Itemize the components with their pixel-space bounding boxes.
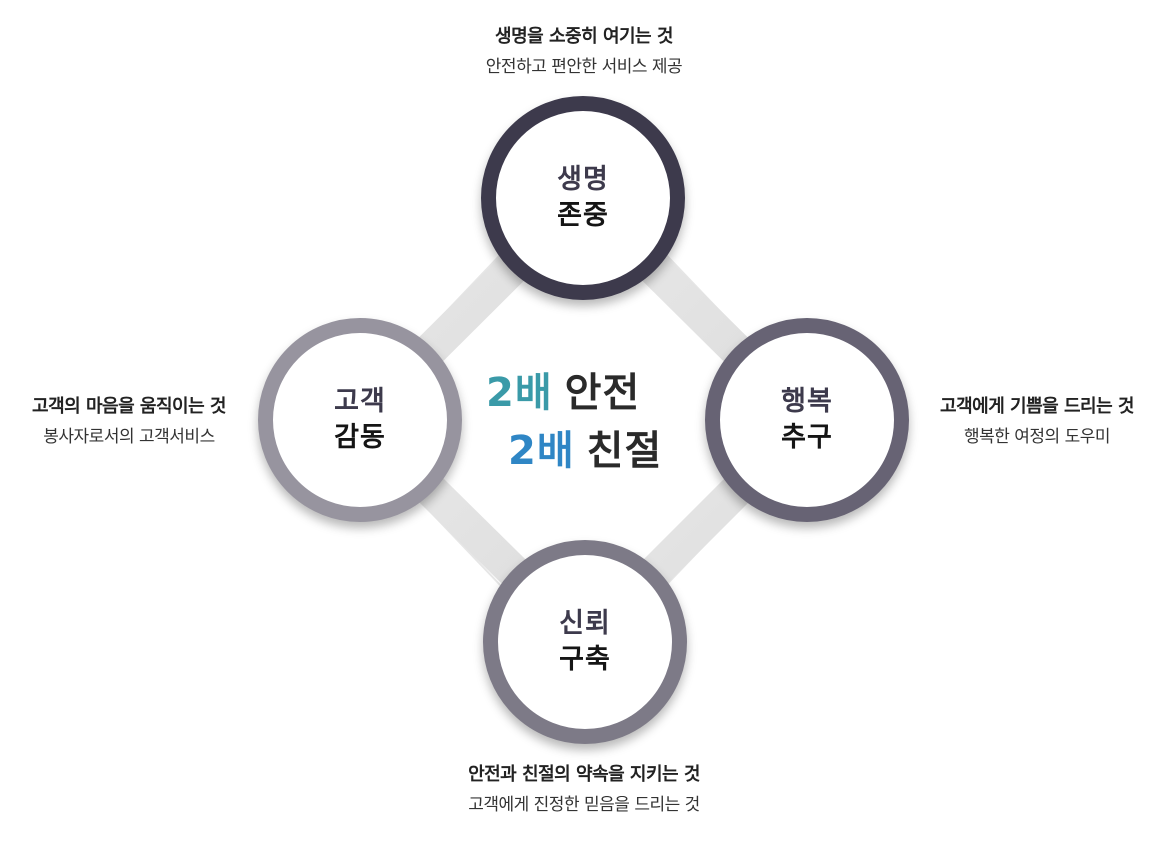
node-life-respect: 생명 존중 <box>481 96 685 300</box>
center-word-1: 안전 <box>564 370 641 416</box>
node-bottom-line-1: 신뢰 <box>559 608 611 639</box>
node-bottom-line-2: 구축 <box>559 644 611 675</box>
node-happiness-pursuit: 행복 추구 <box>705 318 909 522</box>
center-number-2: 2배 <box>508 428 575 474</box>
caption-bottom: 안전과 친절의 약속을 지키는 것 고객에게 진정한 믿음을 드리는 것 <box>384 760 784 820</box>
center-number-1: 2배 <box>486 370 553 416</box>
node-trust-building: 신뢰 구축 <box>483 540 687 744</box>
caption-top-subtitle: 안전하고 편안한 서비스 제공 <box>485 57 683 77</box>
caption-right-title: 고객에게 기쁨을 드리는 것 <box>940 396 1134 417</box>
node-top-line-2: 존중 <box>557 200 609 231</box>
node-right-line-2: 추구 <box>781 422 833 453</box>
node-left-line-2: 감동 <box>334 422 386 453</box>
caption-top: 생명을 소중히 여기는 것 안전하고 편안한 서비스 제공 <box>384 22 784 82</box>
node-right-line-1: 행복 <box>781 386 833 417</box>
center-word-2: 친절 <box>586 428 663 474</box>
caption-left-title: 고객의 마음을 움직이는 것 <box>32 396 226 417</box>
caption-right: 고객에게 기쁨을 드리는 것 행복한 여정의 도우미 <box>906 392 1168 452</box>
node-customer-impression: 고객 감동 <box>258 318 462 522</box>
caption-top-title: 생명을 소중히 여기는 것 <box>495 26 673 47</box>
caption-left: 고객의 마음을 움직이는 것 봉사자로서의 고객서비스 <box>0 392 258 452</box>
node-top-line-1: 생명 <box>557 164 609 195</box>
caption-right-subtitle: 행복한 여정의 도우미 <box>963 427 1111 447</box>
caption-bottom-title: 안전과 친절의 약속을 지키는 것 <box>468 764 700 785</box>
node-left-line-1: 고객 <box>334 386 386 417</box>
caption-bottom-subtitle: 고객에게 진정한 믿음을 드리는 것 <box>468 795 700 815</box>
caption-left-subtitle: 봉사자로서의 고객서비스 <box>43 427 215 447</box>
